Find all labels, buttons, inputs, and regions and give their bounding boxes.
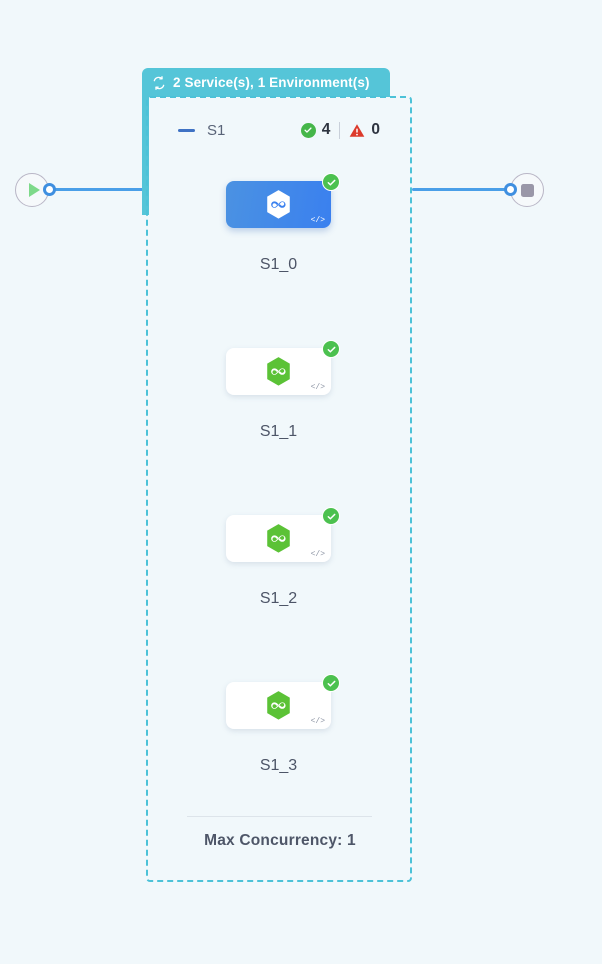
- code-brackets-icon[interactable]: </>: [310, 216, 325, 225]
- code-brackets-icon[interactable]: </>: [310, 383, 325, 392]
- max-concurrency-label: Max Concurrency: 1: [204, 832, 356, 849]
- collapse-dash-icon[interactable]: [178, 128, 195, 132]
- service-node-s1-1[interactable]: </>: [226, 340, 340, 395]
- node-status-check-icon: [322, 507, 340, 525]
- group-header[interactable]: 2 Service(s), 1 Environment(s): [142, 68, 390, 97]
- service-node-s1-0[interactable]: </>: [226, 173, 340, 228]
- service-node-label-s1-0: S1_0: [259, 256, 298, 273]
- status-divider: [339, 121, 341, 139]
- node-status-check-icon: [322, 340, 340, 358]
- service-node-s1-2[interactable]: </>: [226, 507, 340, 562]
- code-brackets-icon[interactable]: </>: [310, 717, 325, 726]
- edge-start-to-group[interactable]: [48, 188, 148, 191]
- group-name-label: S1: [207, 121, 226, 139]
- status-success: 4: [300, 121, 331, 139]
- hexagon-infinity-logo-icon: [267, 357, 290, 386]
- hexagon-infinity-logo-icon: [267, 524, 290, 553]
- stop-square-icon: [520, 183, 534, 197]
- end-input-port[interactable]: [504, 183, 517, 196]
- node-status-check-icon: [322, 674, 340, 692]
- service-node-label-s1-1: S1_1: [259, 423, 298, 440]
- play-icon: [28, 183, 40, 197]
- status-success-count: 4: [321, 121, 331, 138]
- status-warning-count: 0: [371, 121, 380, 138]
- status-warning: 0: [349, 121, 380, 139]
- code-brackets-icon[interactable]: </>: [310, 550, 325, 559]
- warning-triangle-icon: [350, 123, 365, 137]
- node-status-check-icon: [322, 173, 340, 191]
- group-footer-divider: [187, 816, 372, 817]
- group-status-summary: 4 0: [300, 121, 380, 139]
- group-panel[interactable]: [146, 96, 412, 882]
- check-circle-icon: [300, 122, 316, 138]
- edge-group-to-end[interactable]: [412, 188, 512, 191]
- start-output-port[interactable]: [43, 183, 56, 196]
- refresh-cycle-icon: [153, 75, 165, 90]
- hexagon-infinity-logo-icon: [267, 691, 290, 720]
- service-node-label-s1-3: S1_3: [259, 757, 298, 774]
- group-left-accent-bar: [142, 95, 149, 215]
- group-header-label: 2 Service(s), 1 Environment(s): [173, 75, 370, 90]
- group-title-row: S1 4 0: [178, 119, 380, 141]
- hexagon-infinity-logo-icon: [267, 190, 290, 219]
- service-node-s1-3[interactable]: </>: [226, 674, 340, 729]
- service-node-label-s1-2: S1_2: [259, 590, 298, 607]
